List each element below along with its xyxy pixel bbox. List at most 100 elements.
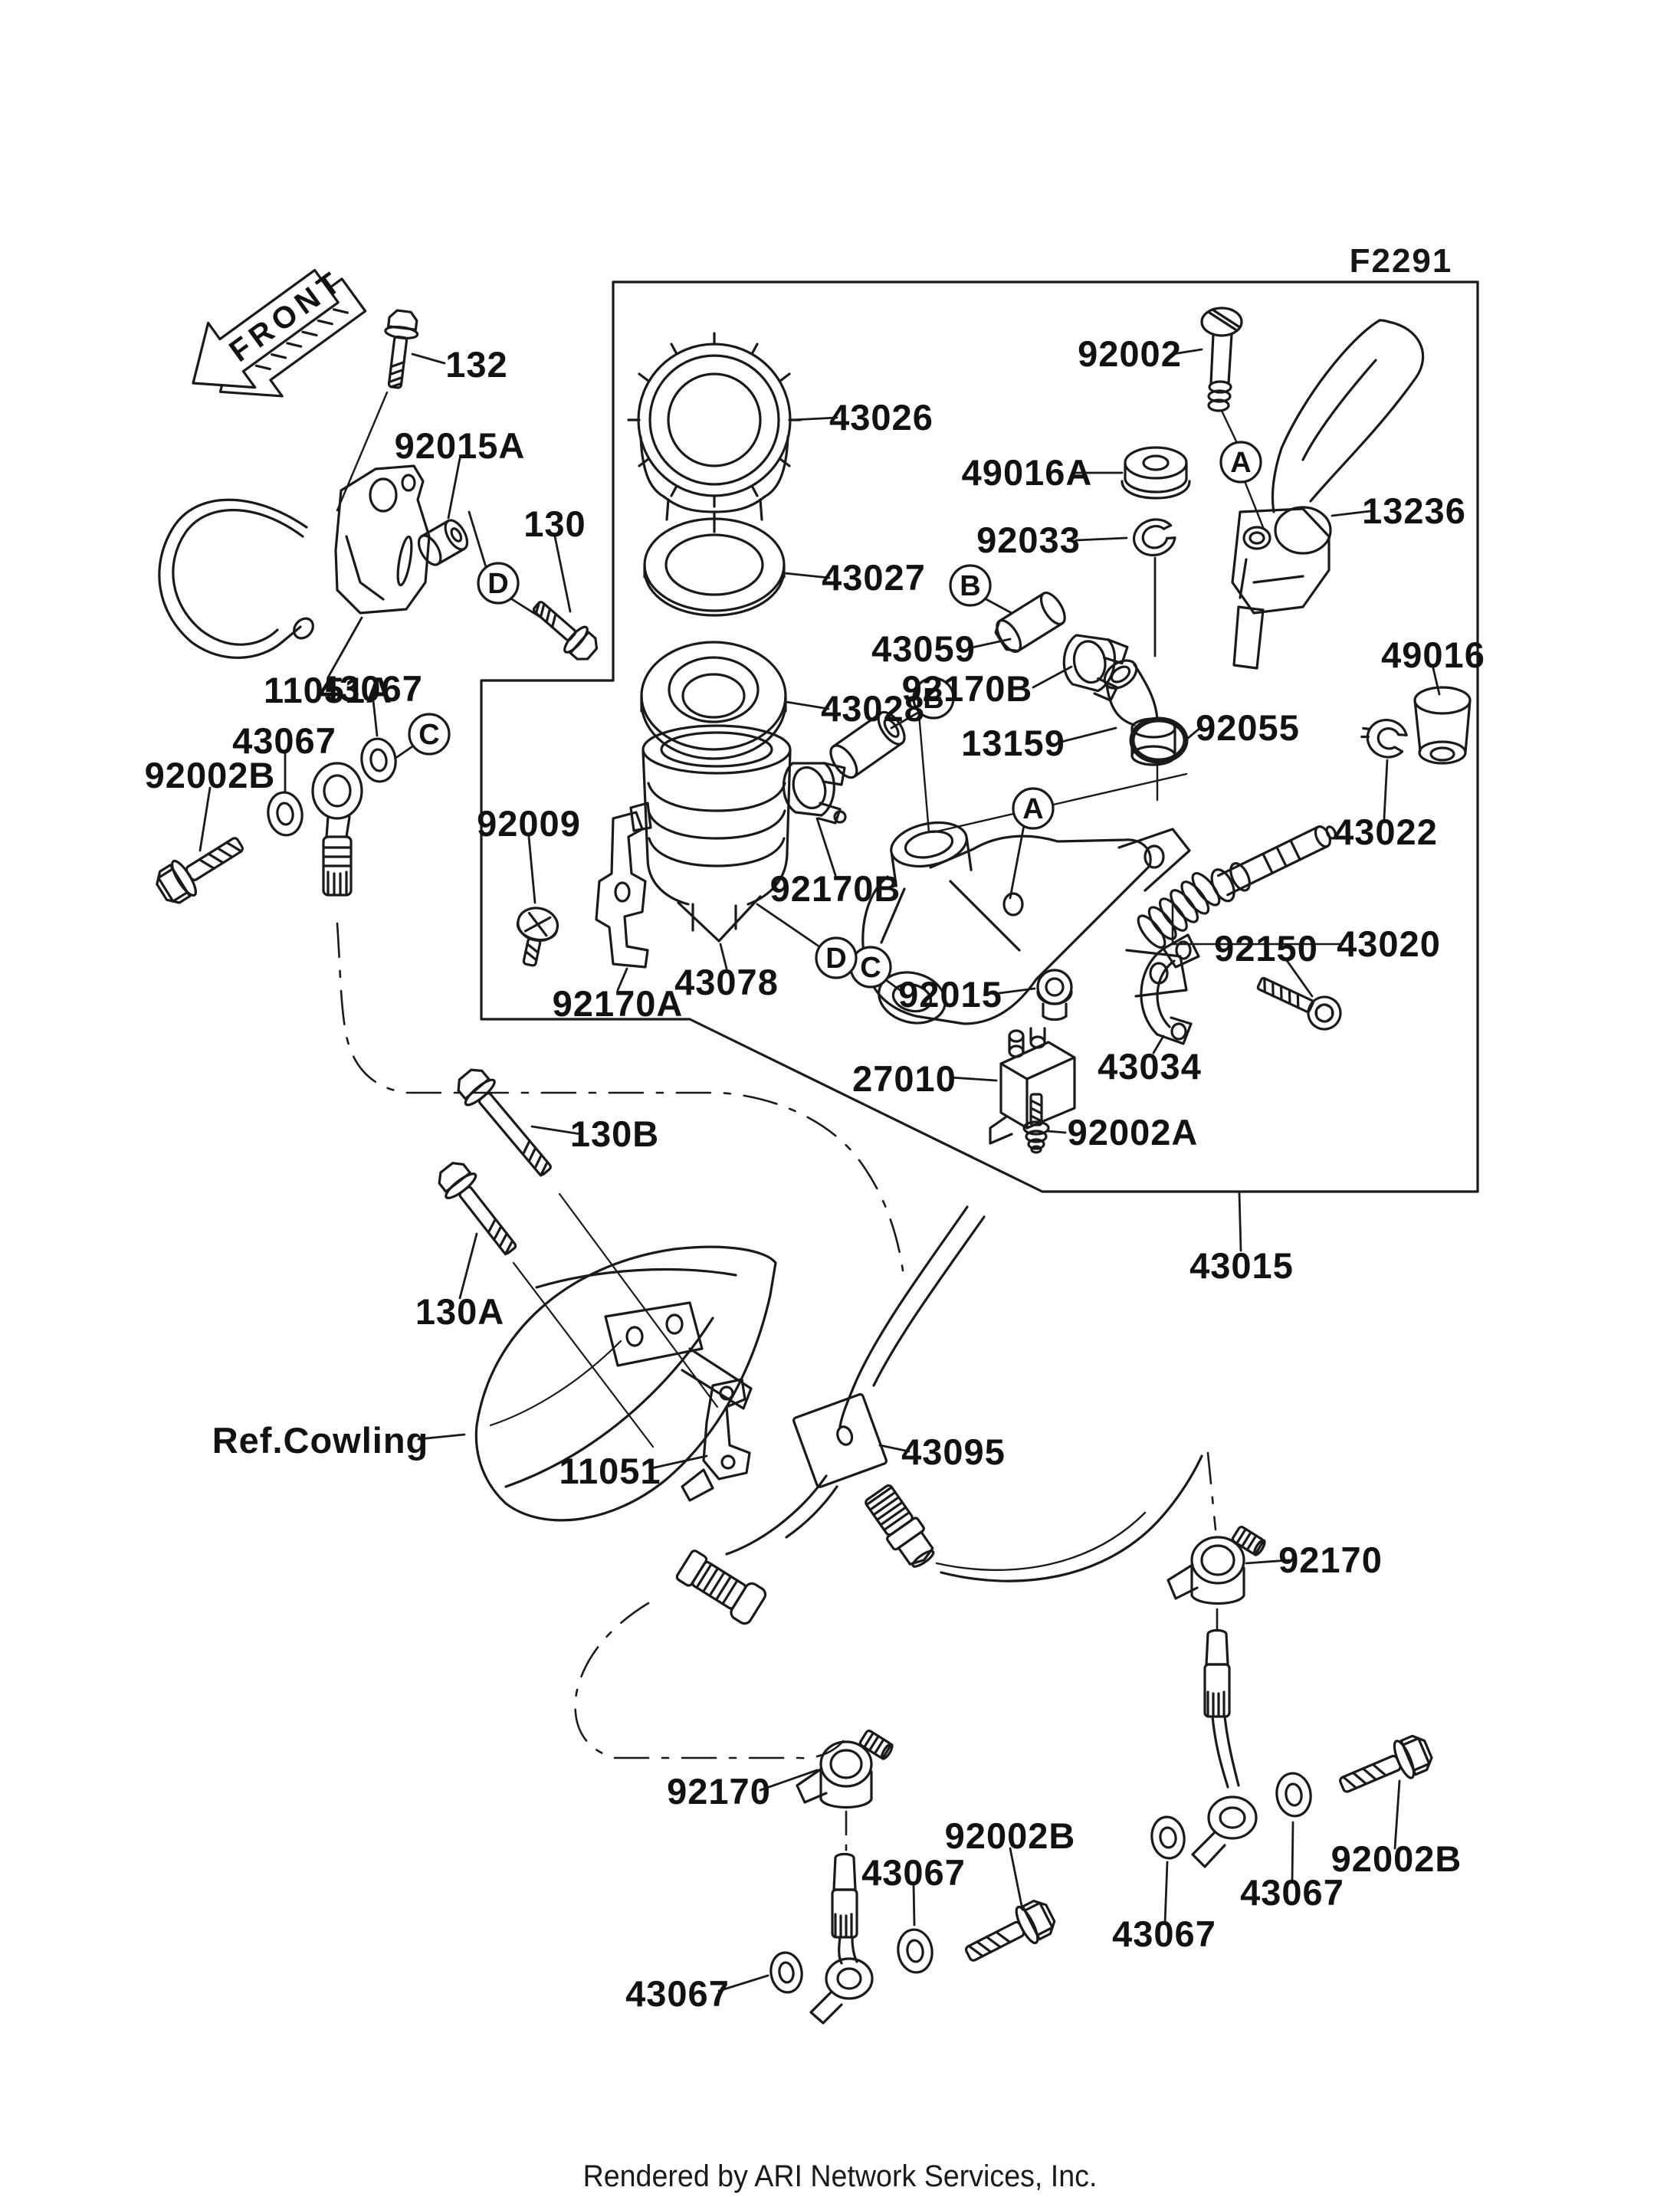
bolt-92002b-r-drawing: [1339, 1734, 1433, 1793]
part-label-43028: 43028: [821, 688, 925, 729]
master-cylinder-body-drawing: [861, 821, 1191, 1025]
leader-line: [527, 835, 536, 904]
wire-guard-11051a-drawing: [158, 498, 314, 659]
part-label-92055: 92055: [1196, 707, 1300, 748]
part-label-92150: 92150: [1214, 928, 1318, 969]
screw-92002a-drawing: [1022, 1093, 1050, 1154]
leader-line: [510, 598, 543, 619]
part-label-43022: 43022: [1334, 812, 1438, 852]
front-arrow: FRONT: [192, 264, 367, 398]
leader-line: [1245, 1559, 1291, 1565]
hose-right-dash: [1206, 1451, 1217, 1531]
part-label-92002B-R: 92002B: [1331, 1838, 1462, 1879]
svg-text:B: B: [923, 683, 943, 715]
svg-text:A: A: [1022, 793, 1043, 825]
svg-text:D: D: [825, 943, 846, 975]
leader-line: [759, 1769, 819, 1792]
part-label-43067-BC: 43067: [861, 1852, 966, 1893]
part-label-130B: 130B: [570, 1113, 659, 1154]
part-label-92170-R: 92170: [1278, 1540, 1383, 1580]
leader-line: [1032, 665, 1073, 689]
part-label-43034: 43034: [1098, 1046, 1202, 1087]
part-label-92015: 92015: [898, 974, 1002, 1015]
svg-text:C: C: [418, 719, 439, 751]
part-label-92002A: 92002A: [1068, 1112, 1199, 1153]
ref-marker-C: C: [849, 946, 892, 989]
svg-text:B: B: [960, 570, 980, 602]
leader-line: [1291, 1821, 1294, 1884]
banjo-fitting-upper-drawing: [311, 762, 363, 897]
ref-marker-B: B: [912, 677, 955, 720]
footer-credit: Rendered by ARI Network Services, Inc.: [582, 2159, 1098, 2193]
leader-line: [616, 967, 628, 992]
clamp-43034-drawing: [1140, 933, 1200, 1045]
part-label-92002B-1: 92002B: [145, 755, 276, 795]
clamp-92170b-2-drawing: [782, 762, 847, 825]
washer-43067-m-drawing: [267, 791, 304, 837]
leader-line: [998, 987, 1036, 995]
part-label-92002: 92002: [1078, 333, 1182, 374]
part-label-130A: 130A: [415, 1291, 504, 1332]
svg-text:D: D: [487, 568, 508, 600]
clip-92170a-drawing: [595, 811, 649, 969]
elbow-13159-drawing: [1103, 659, 1176, 766]
leader-line: [785, 700, 830, 710]
leader-line: [1152, 1035, 1165, 1054]
part-label-ref-cowling: Ref.Cowling: [212, 1420, 429, 1461]
leader-line: [783, 572, 831, 579]
part-label-43095: 43095: [901, 1431, 1006, 1472]
leader-line: [1060, 726, 1117, 743]
part-label-43026: 43026: [829, 397, 934, 438]
leader-line: [1432, 667, 1441, 696]
part-label-43067-m: 43067: [232, 720, 336, 761]
part-labels-layer: 13292015A13011051A4302643027430289200249…: [145, 333, 1485, 2014]
washer-43067-bc-drawing: [897, 1928, 934, 1974]
ref-marker-D: D: [815, 936, 858, 979]
leader-line: [417, 1433, 466, 1441]
grommet-49016a-drawing: [1121, 446, 1191, 500]
figure-code: F2291: [1349, 242, 1453, 280]
leader-line: [1285, 958, 1314, 998]
cap-plate-43027-drawing: [643, 517, 786, 617]
hose-centerline-left: [336, 922, 904, 1272]
leader-line: [970, 638, 1012, 649]
part-label-43067-u: 43067: [319, 668, 423, 709]
part-label-43067-RM: 43067: [1240, 1872, 1344, 1913]
leader-line: [982, 596, 1013, 615]
bolt-92002b-1-drawing: [156, 837, 244, 904]
clamp-92170b-1-drawing: [1062, 634, 1129, 702]
part-label-92015A: 92015A: [395, 425, 526, 466]
leader-line: [1045, 1130, 1067, 1134]
brake-lever-13236-drawing: [1231, 319, 1425, 670]
part-label-43059: 43059: [871, 628, 976, 669]
part-label-13159: 13159: [961, 723, 1065, 763]
bracket-11051a-drawing: [334, 464, 431, 615]
bolt-92150-drawing: [1256, 976, 1342, 1031]
leader-line: [949, 1076, 998, 1082]
leader-lines-layer: [199, 348, 1441, 1992]
piston-43022-drawing: [1210, 825, 1337, 903]
leader-line: [458, 1232, 478, 1300]
leader-line: [326, 616, 363, 679]
leader-line: [468, 510, 487, 569]
leader-line: [1186, 726, 1202, 740]
part-label-43067-RL: 43067: [1112, 1913, 1216, 1954]
part-label-43020: 43020: [1337, 923, 1441, 964]
part-label-49016A: 49016A: [962, 452, 1093, 493]
leader-line: [1163, 1861, 1169, 1925]
screw-92002-drawing: [1200, 307, 1265, 529]
switch-27010-drawing: [989, 1027, 1076, 1145]
circlip-92033-drawing: [1132, 518, 1176, 557]
ref-marker-B: B: [949, 564, 992, 607]
bolt-132-axis-line: [336, 391, 389, 512]
part-label-92033: 92033: [976, 520, 1081, 560]
part-label-92170B-2: 92170B: [770, 868, 901, 909]
bolt-130b-axis-line: [558, 1192, 719, 1408]
leader-line: [1393, 1779, 1401, 1850]
ref-marker-A: A: [1012, 787, 1055, 830]
bolt-130a-axis-line: [512, 1261, 655, 1448]
part-label-132: 132: [445, 344, 507, 385]
hose-right-sweep: [940, 1454, 1203, 1582]
